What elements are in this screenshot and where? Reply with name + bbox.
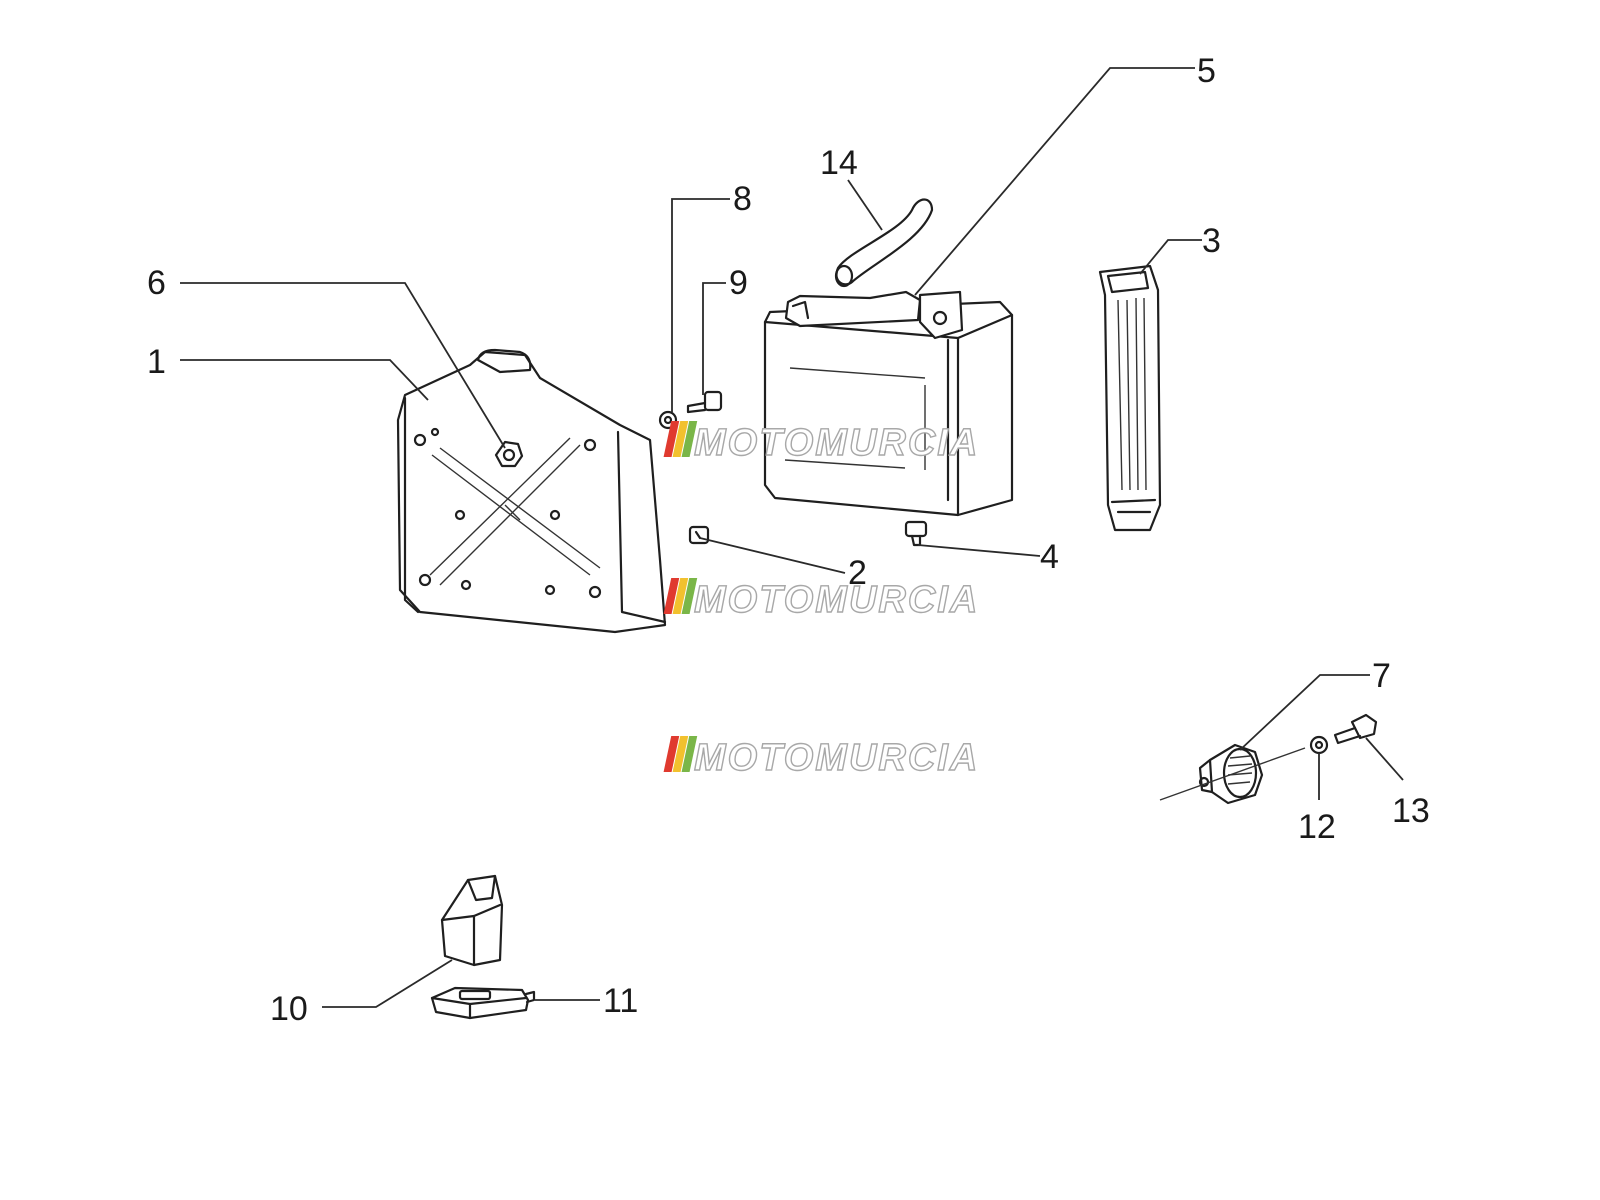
leader-8 xyxy=(671,198,730,412)
callout-1: 1 xyxy=(147,343,166,381)
leader-lines xyxy=(180,67,1404,1008)
leader-9 xyxy=(702,282,726,395)
watermark-text: MOTOMURCIA xyxy=(694,422,979,464)
callout-12: 12 xyxy=(1298,808,1336,846)
watermark-middle: MOTOMURCIA xyxy=(663,578,979,622)
watermark-bottom: MOTOMURCIA xyxy=(663,736,979,780)
callout-2: 2 xyxy=(848,554,867,592)
watermark-stripe-red xyxy=(663,736,680,772)
watermark-stripe-red xyxy=(663,578,680,614)
connector-wire-line xyxy=(1159,747,1306,801)
leader-14 xyxy=(847,179,883,231)
watermark-stripe-yellow xyxy=(672,421,689,457)
watermark-stripe-green xyxy=(681,736,698,772)
part-5-battery xyxy=(763,290,1014,517)
part-10-holder xyxy=(440,874,504,967)
part-9-screw xyxy=(686,390,723,414)
part-13-bolt xyxy=(1333,713,1378,745)
callout-6: 6 xyxy=(147,264,166,302)
callout-8: 8 xyxy=(733,180,752,218)
leader-2 xyxy=(699,537,846,574)
watermark-stripe-red xyxy=(663,421,680,457)
leader-10 xyxy=(322,959,453,1008)
callout-7: 7 xyxy=(1372,657,1391,695)
leader-4 xyxy=(917,544,1041,557)
part-12-washer xyxy=(1309,735,1329,755)
watermark-stripe-green xyxy=(681,578,698,614)
part-1-battery-holder xyxy=(396,348,667,634)
callout-9: 9 xyxy=(729,264,748,302)
leader-1 xyxy=(180,359,429,401)
leader-13 xyxy=(1365,737,1404,781)
callout-14: 14 xyxy=(820,144,858,182)
part-2-screw xyxy=(688,525,710,545)
part-4-screw xyxy=(904,520,928,547)
leader-6 xyxy=(180,282,506,449)
watermark-stripe-yellow xyxy=(672,578,689,614)
part-6-nut xyxy=(494,440,524,468)
callout-13: 13 xyxy=(1392,792,1430,830)
watermark-stripe-green xyxy=(681,421,698,457)
watermark-text: MOTOMURCIA xyxy=(694,737,979,779)
watermark-text: MOTOMURCIA xyxy=(694,579,979,621)
callout-4: 4 xyxy=(1040,538,1059,576)
callout-10: 10 xyxy=(270,990,308,1028)
callout-3: 3 xyxy=(1202,222,1221,260)
part-3-strap xyxy=(1098,264,1162,532)
leader-3 xyxy=(1139,239,1202,275)
part-14-vent-hose xyxy=(834,198,934,288)
part-11-fuse-block xyxy=(430,986,536,1020)
callout-5: 5 xyxy=(1197,52,1216,90)
callout-numbers: 1 2 3 4 5 6 7 8 9 10 11 12 13 14 xyxy=(147,52,1430,1028)
leader-5 xyxy=(914,67,1195,296)
watermark-stripe-yellow xyxy=(672,736,689,772)
leader-7 xyxy=(1239,674,1370,751)
callout-11: 11 xyxy=(603,982,638,1020)
watermark-top: MOTOMURCIA xyxy=(663,421,979,465)
